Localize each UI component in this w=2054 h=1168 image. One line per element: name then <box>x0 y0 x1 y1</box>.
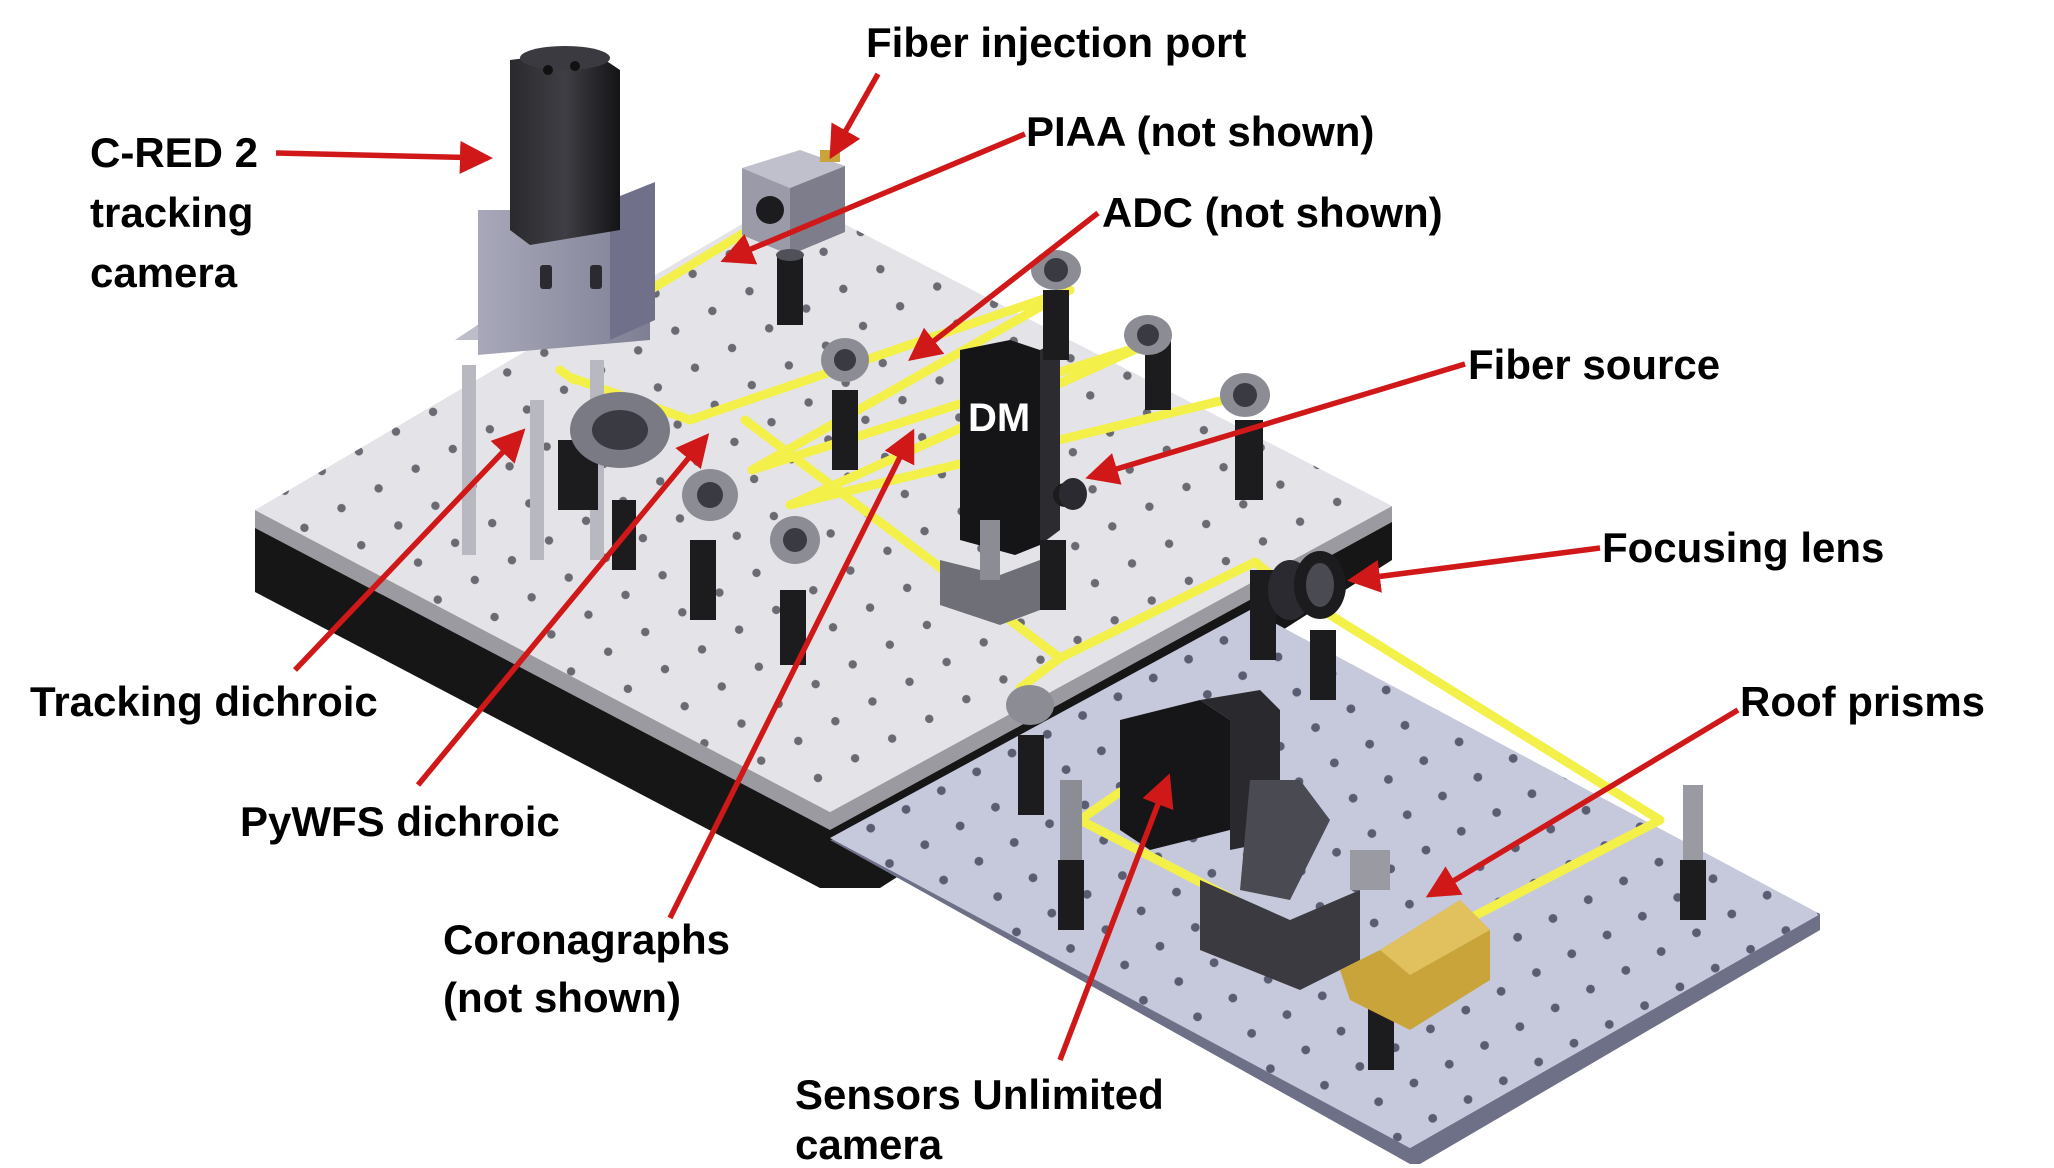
arrow-coronagraphs <box>667 428 915 920</box>
arrow-roof-prisms <box>1425 707 1740 898</box>
label-c-red-2-line3: camera <box>90 249 238 296</box>
label-focusing-lens: Focusing lens <box>1602 524 1885 571</box>
label-fiber-injection-port: Fiber injection port <box>866 19 1247 66</box>
label-tracking-dichroic: Tracking dichroic <box>30 678 378 725</box>
label-dm: DM <box>968 396 1031 440</box>
arrow-fiber-source <box>1085 361 1466 485</box>
label-adc: ADC (not shown) <box>1102 189 1443 236</box>
roof-prisms-assembly <box>1340 850 1490 1030</box>
arrow-piaa <box>720 131 1027 265</box>
arrow-focusing-lens <box>1347 545 1601 593</box>
mount <box>776 249 804 325</box>
label-piaa: PIAA (not shown) <box>1026 108 1375 155</box>
annotation-arrows <box>275 72 1740 1061</box>
fiber-source-mount <box>1059 478 1087 510</box>
arrow-pywfs-dichroic <box>415 433 710 787</box>
label-coronagraphs-line2: (not shown) <box>443 974 681 1021</box>
optical-mounts <box>558 249 1706 1070</box>
mount <box>1680 785 1706 920</box>
arrow-fiber-injection-port <box>829 72 881 160</box>
arrow-adc <box>908 210 1100 362</box>
label-roof-prisms: Roof prisms <box>1740 678 1986 725</box>
secondary-board-holes <box>830 610 1820 1148</box>
mount <box>1124 315 1172 410</box>
c-red-2-camera <box>455 46 655 560</box>
fiber-injection-port-block <box>742 150 845 255</box>
label-pywfs-dichroic: PyWFS dichroic <box>240 798 560 845</box>
mount <box>1058 780 1084 930</box>
focusing-lens-mount <box>1294 551 1346 619</box>
sensors-unlimited-camera <box>1120 690 1360 990</box>
arrow-tracking-dichroic <box>293 428 526 672</box>
arrow-c-red-2 <box>275 140 493 174</box>
secondary-breadboard <box>830 610 1820 1164</box>
label-fiber-source: Fiber source <box>1468 341 1721 388</box>
mount <box>558 392 670 510</box>
label-c-red-2-line1: C-RED 2 <box>90 129 259 176</box>
mount <box>1031 250 1081 360</box>
mount <box>1006 685 1054 815</box>
mount <box>770 516 820 665</box>
arrow-sensors-unlimited <box>1057 773 1174 1061</box>
label-sensors-unlimited-line1: Sensors Unlimited <box>795 1071 1164 1118</box>
label-coronagraphs-line1: Coronagraphs <box>443 916 731 963</box>
mount <box>821 338 869 470</box>
mount <box>1310 630 1336 700</box>
label-sensors-unlimited-line2: camera <box>795 1121 943 1168</box>
label-c-red-2-line2: tracking <box>90 189 254 236</box>
main-table-holes <box>255 196 1392 812</box>
mount <box>682 469 738 620</box>
